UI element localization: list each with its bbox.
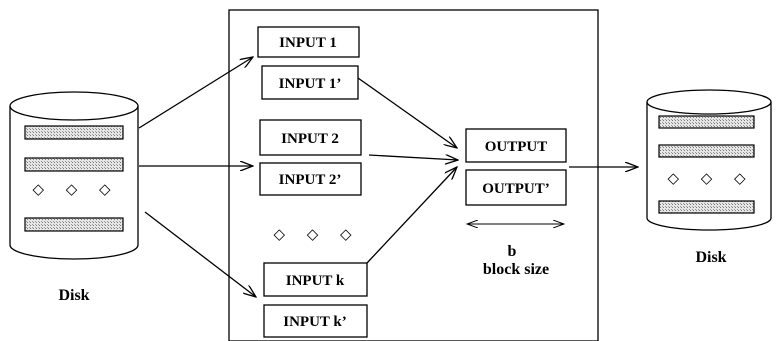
right-disk-slot: [658, 115, 755, 129]
output-buffer-alt-label: OUTPUT’: [482, 181, 550, 197]
input-buffer-label: INPUT k: [286, 273, 345, 289]
left-disk: ◇ ◇ ◇ Disk: [9, 91, 139, 304]
left-disk-slot: [24, 157, 124, 172]
input-buffer-label: INPUT 1: [279, 35, 337, 51]
input-buffer-group-2: INPUT 2 INPUT 2’: [259, 119, 362, 196]
input-ellipsis: ◇ ◇ ◇: [273, 227, 360, 243]
main-memory-frame: [228, 9, 599, 341]
input-k-to-output-arrow: [366, 167, 457, 264]
input-1-to-output-arrow: [357, 77, 457, 148]
left-disk-ellipsis: ◇ ◇ ◇: [32, 182, 119, 198]
right-disk-top: [646, 89, 772, 115]
left-disk-body: [9, 106, 139, 260]
input-buffer-alt-label: INPUT k’: [283, 314, 347, 330]
right-disk-slot: [658, 200, 755, 214]
input-buffer: [263, 262, 368, 297]
right-disk-label: Disk: [695, 249, 726, 266]
left-disk-top: [9, 91, 139, 121]
right-disk-ellipsis: ◇ ◇ ◇: [667, 171, 754, 187]
input-buffer-alt: [263, 304, 368, 338]
input-buffer-group-k: INPUT k INPUT k’: [263, 262, 368, 338]
data-flow-arrows: [138, 57, 638, 297]
disk-to-input-1-arrow: [138, 57, 253, 129]
left-disk-slot: [24, 217, 124, 232]
input-buffer-alt-label: INPUT 2’: [279, 172, 342, 188]
disk-to-input-k-arrow: [144, 211, 256, 297]
right-disk-body: [646, 102, 772, 231]
input-buffer-label: INPUT 2: [281, 131, 339, 147]
block-size-caption: block size: [483, 261, 549, 278]
input-2-to-output-arrow: [368, 155, 458, 160]
output-buffer: [465, 128, 567, 163]
right-disk-slot: [658, 144, 755, 158]
left-disk-label: Disk: [58, 287, 89, 304]
output-buffer-group: OUTPUT OUTPUT’: [465, 128, 567, 206]
block-size-symbol: b: [508, 243, 517, 260]
input-buffer-alt: [261, 65, 359, 100]
input-buffer: [259, 119, 362, 156]
block-size-indicator: b block size: [467, 224, 564, 278]
input-buffer-group-1: INPUT 1 INPUT 1’: [257, 26, 360, 100]
input-buffer-alt-label: INPUT 1’: [279, 76, 342, 92]
left-disk-slot: [24, 125, 124, 140]
right-disk: ◇ ◇ ◇ Disk: [646, 89, 772, 266]
output-buffer-alt: [465, 169, 567, 206]
output-buffer-label: OUTPUT: [485, 139, 548, 155]
input-buffer-alt: [259, 162, 362, 196]
input-buffer: [257, 26, 360, 58]
